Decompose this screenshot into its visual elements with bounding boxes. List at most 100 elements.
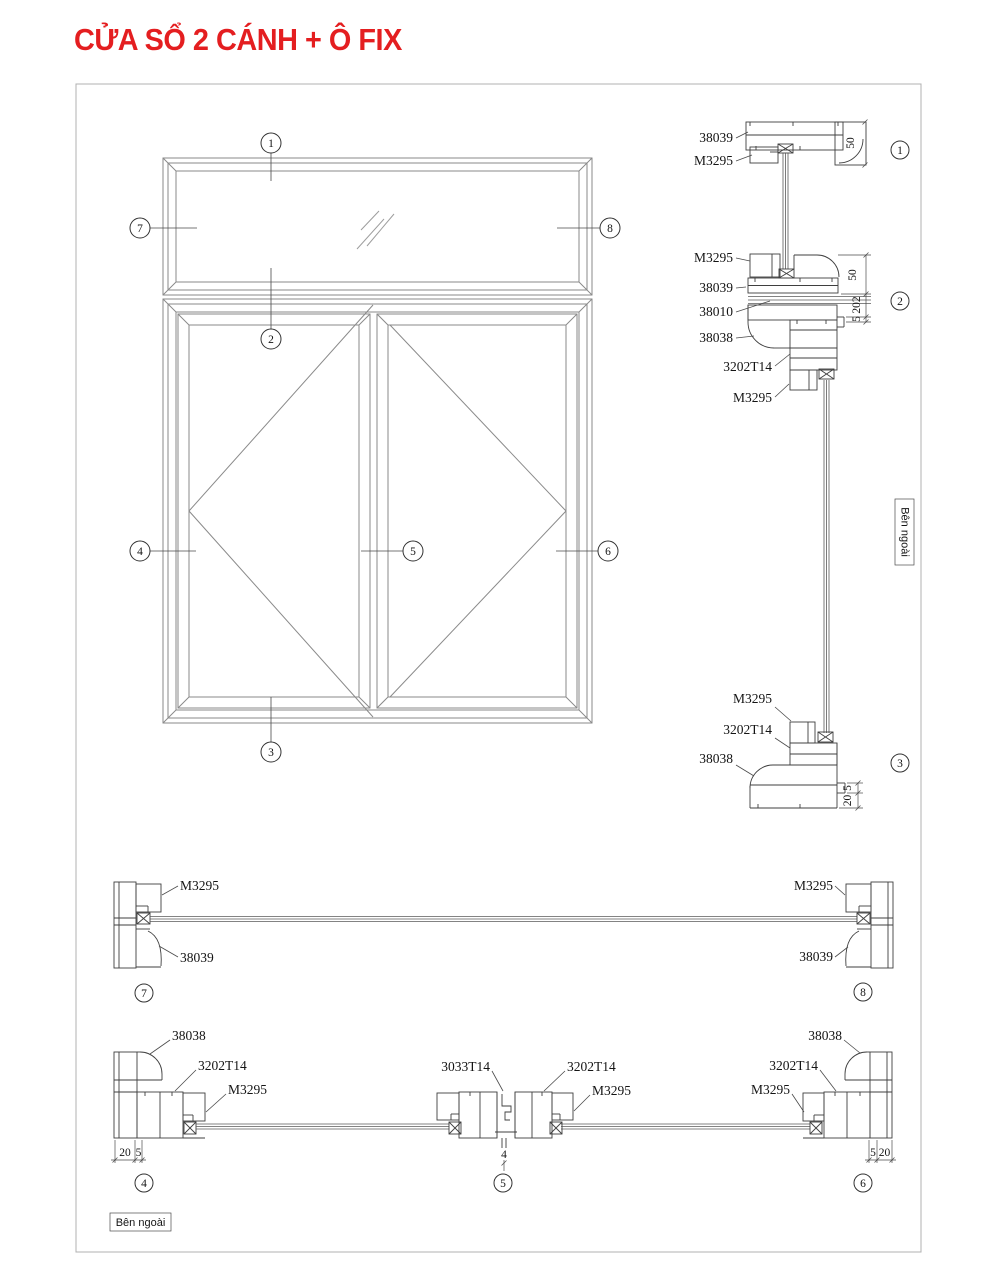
section-8-callout bbox=[853, 982, 873, 1002]
callout-1 bbox=[260, 132, 282, 154]
outside-label-text: Bên ngoài bbox=[116, 1217, 166, 1229]
section-4: 20 5 38038 3202T14 M3295 4 bbox=[111, 1028, 267, 1193]
detail-2-num: 2 bbox=[897, 296, 903, 308]
section-4-callout bbox=[134, 1173, 154, 1193]
section-4-labels: 38038 3202T14 M3295 bbox=[149, 1028, 267, 1113]
callout-5-num: 5 bbox=[410, 546, 416, 558]
callout-7-num: 7 bbox=[137, 223, 143, 235]
detail-1-labels: 38039 M3295 bbox=[694, 130, 753, 168]
dim-5: 5 bbox=[842, 785, 854, 791]
detail-2: 50 202 5 M3295 38039 38010 38038 3202T14… bbox=[694, 250, 910, 733]
part-label: 38038 bbox=[808, 1028, 842, 1043]
detail-3: 5 20 M3295 3202T14 38038 3 bbox=[699, 691, 910, 811]
callout-1-num: 1 bbox=[268, 138, 274, 150]
glass-symbol bbox=[356, 210, 395, 250]
part-label: 38010 bbox=[699, 304, 733, 319]
part-label: 38038 bbox=[699, 751, 733, 766]
section-6-labels: 38038 3202T14 M3295 bbox=[751, 1028, 861, 1113]
glass-line-horizontal bbox=[196, 1123, 810, 1130]
outside-label-bottom: Bên ngoài bbox=[109, 1212, 172, 1232]
detail-1: 50 38039 M3295 1 bbox=[694, 119, 910, 269]
detail-2-dims: 50 202 5 bbox=[838, 252, 871, 325]
detail-2-callout bbox=[890, 291, 910, 311]
glass-line bbox=[823, 380, 830, 733]
dim-5: 5 bbox=[136, 1147, 142, 1159]
part-label: M3295 bbox=[794, 878, 833, 893]
callout-3-num: 3 bbox=[268, 747, 274, 759]
detail-1-dims: 50 bbox=[845, 119, 868, 168]
section-8-num: 8 bbox=[860, 987, 866, 999]
section-7-num: 7 bbox=[141, 988, 147, 1000]
section-5-callout bbox=[493, 1173, 513, 1193]
elevation-view: 1 2 3 4 5 6 7 8 bbox=[129, 132, 621, 763]
callout-3 bbox=[260, 741, 282, 763]
outside-label-right: Bên ngoài bbox=[894, 498, 915, 566]
section-4-dims: 20 5 bbox=[111, 1140, 146, 1163]
section-7-callout bbox=[134, 983, 154, 1003]
detail-1-num: 1 bbox=[897, 145, 903, 157]
part-label: M3295 bbox=[694, 153, 733, 168]
fixed-panel-frame bbox=[162, 157, 593, 296]
panel-bar-38010 bbox=[748, 296, 871, 304]
section-6-dims: 5 20 bbox=[865, 1140, 896, 1163]
section-6: 5 20 38038 3202T14 M3295 6 bbox=[751, 1028, 896, 1193]
elevation-callouts: 1 2 3 4 5 6 7 8 bbox=[129, 132, 621, 763]
part-label: 3202T14 bbox=[723, 359, 772, 374]
dim-4: 4 bbox=[501, 1149, 507, 1161]
section-5-num: 5 bbox=[500, 1178, 506, 1190]
sheet-border bbox=[75, 83, 922, 1253]
part-label: M3295 bbox=[751, 1082, 790, 1097]
callout-7 bbox=[129, 217, 151, 239]
callout-8 bbox=[599, 217, 621, 239]
section-8: M3295 38039 8 bbox=[794, 878, 894, 1002]
outside-label-text: Bên ngoài bbox=[899, 507, 911, 557]
section-5-labels: 3033T14 3202T14 M3295 bbox=[441, 1059, 631, 1112]
part-label: 38039 bbox=[699, 280, 733, 295]
detail-3-dims: 5 20 bbox=[839, 780, 863, 811]
dim-20: 20 bbox=[119, 1147, 131, 1159]
part-label: 38039 bbox=[699, 130, 733, 145]
part-label: M3295 bbox=[228, 1082, 267, 1097]
section-6-num: 6 bbox=[860, 1178, 866, 1190]
callout-2 bbox=[260, 328, 282, 350]
part-label: M3295 bbox=[733, 691, 772, 706]
dim-50: 50 bbox=[847, 269, 859, 281]
section-8-labels: M3295 38039 bbox=[794, 878, 849, 964]
page-title: CỬA SỔ 2 CÁNH + Ô FIX bbox=[74, 22, 402, 57]
part-label: M3295 bbox=[592, 1083, 631, 1098]
dim-5: 5 bbox=[851, 316, 863, 322]
part-label: 3202T14 bbox=[567, 1059, 616, 1074]
left-sash-opening-line bbox=[188, 304, 374, 512]
section-5-dims: 4 bbox=[501, 1149, 507, 1171]
glass-line-horizontal bbox=[150, 916, 857, 922]
dim-20: 20 bbox=[842, 795, 854, 807]
casement-frame bbox=[162, 298, 593, 724]
section-4-num: 4 bbox=[141, 1178, 147, 1190]
part-label: M3295 bbox=[733, 390, 772, 405]
dim-202: 202 bbox=[851, 296, 863, 314]
part-label: M3295 bbox=[694, 250, 733, 265]
detail-2-labels: M3295 38039 38010 38038 3202T14 M3295 bbox=[694, 250, 791, 405]
part-label: 3202T14 bbox=[769, 1058, 818, 1073]
detail-3-callout bbox=[890, 753, 910, 773]
callout-6 bbox=[597, 540, 619, 562]
part-label: 38038 bbox=[172, 1028, 206, 1043]
right-sash-opening-line bbox=[389, 510, 567, 698]
part-label: 3202T14 bbox=[198, 1058, 247, 1073]
part-label: 3202T14 bbox=[723, 722, 772, 737]
right-sash bbox=[376, 313, 578, 709]
callout-2-num: 2 bbox=[268, 334, 274, 346]
part-label: 3033T14 bbox=[441, 1059, 490, 1074]
section-6-callout bbox=[853, 1173, 873, 1193]
dim-5: 5 bbox=[870, 1147, 876, 1159]
left-sash-opening-line bbox=[188, 510, 374, 718]
detail-3-num: 3 bbox=[897, 758, 903, 770]
part-label: 38039 bbox=[799, 949, 833, 964]
left-sash bbox=[177, 304, 374, 718]
detail-1-callout bbox=[890, 140, 910, 160]
dim-20: 20 bbox=[879, 1147, 891, 1159]
dim-50: 50 bbox=[845, 137, 857, 149]
callout-8-num: 8 bbox=[607, 223, 613, 235]
right-sash-opening-line bbox=[389, 324, 567, 512]
